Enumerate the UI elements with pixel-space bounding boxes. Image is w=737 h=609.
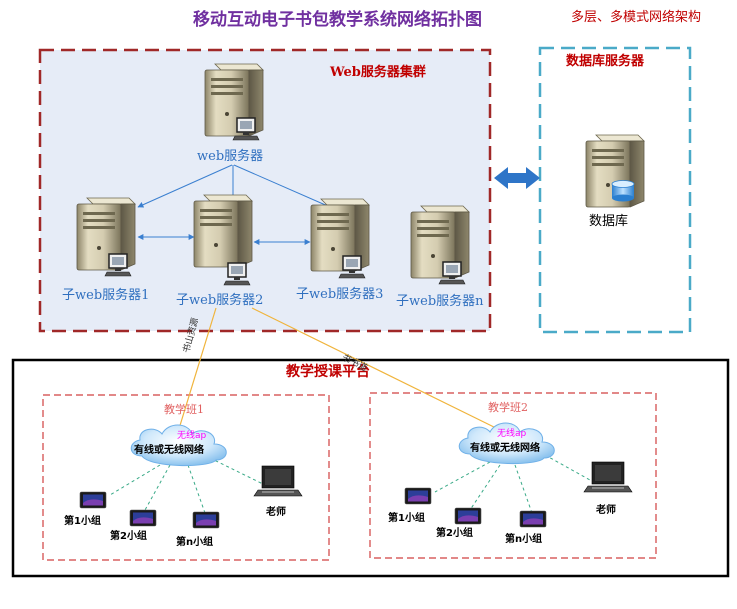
class-1-ap-label: 无线ap — [177, 431, 207, 441]
cluster-db-link-arrow — [494, 167, 540, 189]
database-label: 数据库 — [589, 214, 629, 229]
db-server-label: 数据库服务器 — [566, 54, 645, 69]
db-server-group — [538, 46, 692, 334]
class-1-links — [109, 457, 266, 514]
class-1-teacher-label: 老师 — [266, 507, 286, 518]
class-2-ap-label: 无线ap — [497, 429, 527, 439]
class-1-group-1-label: 第1小组 — [64, 516, 101, 527]
diagram-title: 移动互动电子书包教学系统网络拓扑图 — [193, 10, 482, 30]
web-cluster-group — [38, 48, 492, 333]
platform-label: 教学授课平台 — [286, 364, 370, 380]
class-1-tablet-n-icon — [192, 511, 220, 529]
sub-web-server-2-label: 子web服务器2 — [176, 293, 264, 308]
class-2-links — [434, 454, 591, 514]
diagram-subtitle: 多层、多模式网络架构 — [571, 10, 702, 25]
class-2-group-1-label: 第1小组 — [388, 513, 425, 524]
teaching-platform-box — [11, 358, 730, 578]
class-1-network-label: 有线或无线网络 — [134, 445, 204, 456]
class-2-tablet-2-icon — [454, 507, 482, 525]
class-1-tablet-2-icon — [129, 509, 157, 527]
class-2-label: 教学班2 — [488, 401, 528, 414]
class-1-teacher-laptop-icon — [253, 465, 303, 497]
class-2-teacher-laptop-icon — [583, 461, 633, 493]
class-2-teacher-label: 老师 — [596, 505, 616, 516]
class-1-group-2-label: 第2小组 — [110, 531, 147, 542]
class-2-group-n-label: 第n小组 — [505, 534, 543, 545]
sub-web-server-n-label: 子web服务器n — [396, 294, 484, 309]
class-2-group-2-label: 第2小组 — [436, 528, 473, 539]
web-server-label: web服务器 — [197, 149, 264, 164]
sub-web-server-3-label: 子web服务器3 — [296, 287, 384, 302]
class-2-box — [369, 392, 657, 559]
class-1-label: 教学班1 — [164, 403, 204, 416]
class-2-tablet-n-icon — [519, 510, 547, 528]
class-1-tablet-1-icon — [79, 491, 107, 509]
web-cluster-label: Web服务器集群 — [330, 65, 426, 80]
class-2-network-label: 有线或无线网络 — [470, 443, 540, 454]
class-1-box — [42, 394, 330, 561]
class-2-tablet-1-icon — [404, 487, 432, 505]
class-1-group-n-label: 第n小组 — [176, 537, 214, 548]
sub-web-server-2-icon — [193, 194, 253, 268]
sub-web-server-1-label: 子web服务器1 — [62, 288, 150, 303]
database-cylinder-icon — [611, 180, 635, 202]
